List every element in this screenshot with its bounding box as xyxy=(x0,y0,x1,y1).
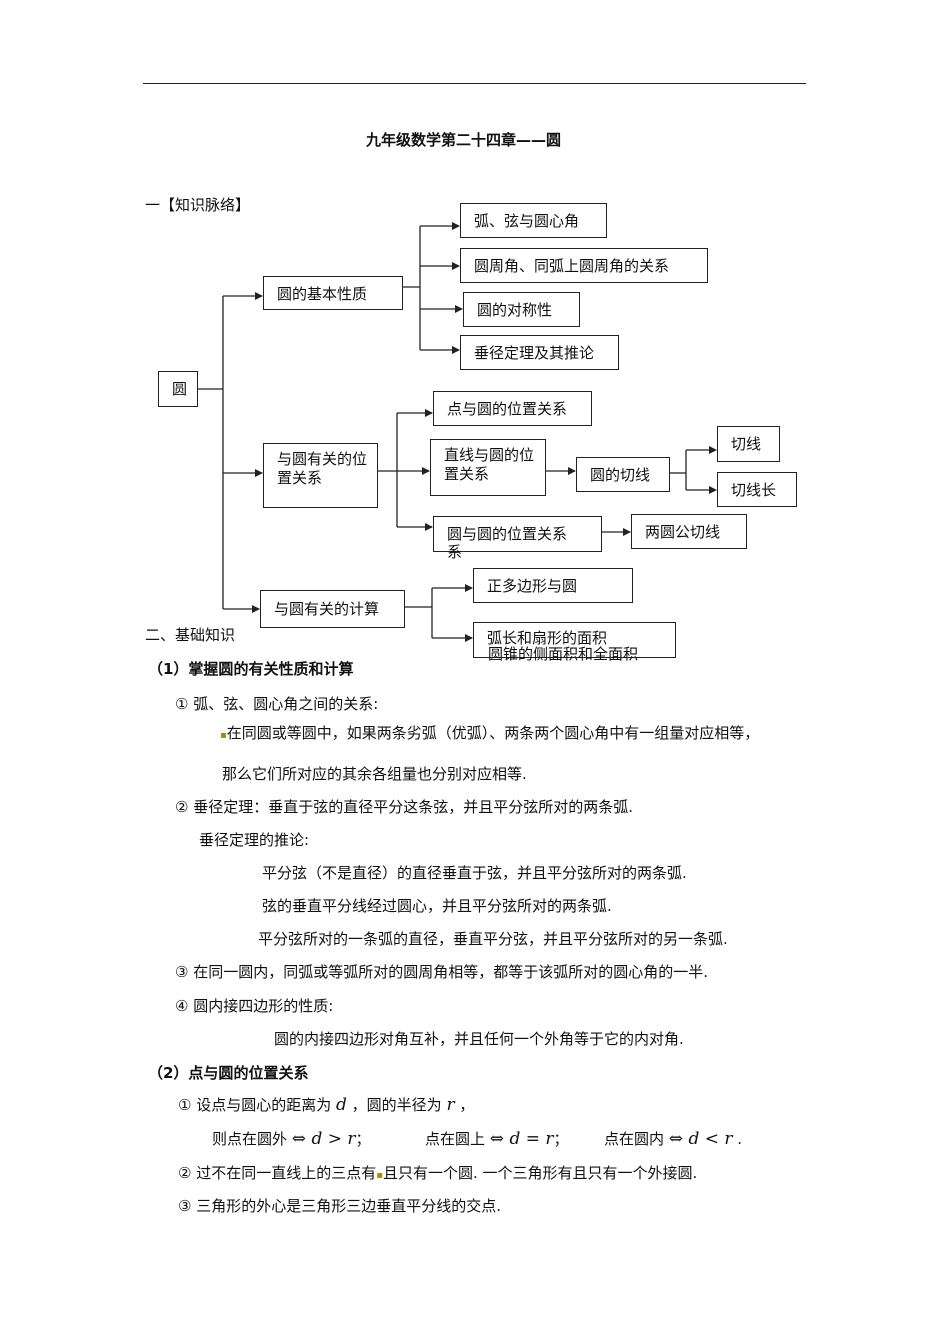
sub2-item1: ① 设点与圆心的距离为 d ，圆的半径为 r ， xyxy=(178,1096,474,1114)
sub2-heading: （2）点与圆的位置关系 xyxy=(148,1064,309,1082)
sub2-item2-b: 且只有一个圆. 一个三角形有且只有一个外接圆. xyxy=(383,1164,698,1182)
diagram-connectors xyxy=(197,222,717,642)
var-d: d xyxy=(336,1095,347,1115)
sub2-item1-c: ， xyxy=(459,1096,475,1114)
arc-sector-label: 弧长和扇形的面积 xyxy=(487,629,608,647)
tangent-of-circle-box: 圆的切线 xyxy=(576,457,670,492)
sub1-item1-line2: 那么它们所对应的其余各组量也分别对应相等. xyxy=(222,765,527,783)
arc-sector-box: 弧长和扇形的面积 圆锥的侧面积和全面积 xyxy=(473,622,676,662)
inscribed-angle-box: 圆周角、同弧上圆周角的关系 xyxy=(460,248,708,283)
text-mark-icon: ▪ xyxy=(220,730,227,741)
arc-chord-angle-box: 弧、弦与圆心角 xyxy=(460,203,607,238)
sub2-item2: ② 过不在同一直线上的三点有▪且只有一个圆. 一个三角形有且只有一个外接圆. xyxy=(178,1164,697,1185)
point-outside-relation: ⇔ d > r xyxy=(291,1129,356,1149)
point-inside-period: . xyxy=(737,1130,743,1148)
point-circle-box: 点与圆的位置关系 xyxy=(433,391,592,426)
sub1-item2-sub: 垂径定理的推论: xyxy=(199,831,310,849)
point-on-relation: ⇔ d = r xyxy=(489,1129,554,1149)
tangent-length-box: 切线长 xyxy=(717,472,797,507)
sub1-item3: ③ 在同一圆内，同弧或等弧所对的圆周角相等，都等于该弧所对的圆心角的一半. xyxy=(175,963,708,981)
document-title: 九年级数学第二十四章——圆 xyxy=(366,131,562,149)
symmetry-box: 圆的对称性 xyxy=(463,292,580,327)
sub1-item1-label: ① 弧、弦、圆心角之间的关系: xyxy=(175,695,379,713)
sub1-item1-line1-text: 在同圆或等圆中，如果两条劣弧（优弧）、两条两个圆心角中有一组量对应相等， xyxy=(226,724,760,742)
header-rule xyxy=(143,83,806,84)
var-r: r xyxy=(446,1095,455,1115)
sub2-item2-a: ② 过不在同一直线上的三点有 xyxy=(178,1164,377,1182)
section1-heading: 一【知识脉络】 xyxy=(145,196,251,214)
root-circle-box: 圆 xyxy=(158,371,198,407)
cone-area-label: 圆锥的侧面积和全面积 xyxy=(488,645,639,663)
circle-circle-overflow-text: 系 xyxy=(447,543,463,561)
position-relations-box: 与圆有关的位置关系 xyxy=(263,443,378,508)
sub1-item2-line3: 平分弦所对的一条弧的直径，垂直平分弦，并且平分弦所对的另一条弧. xyxy=(258,930,728,948)
point-inside-condition: 点在圆内 ⇔ d < r . xyxy=(604,1130,742,1148)
sub2-item1-a: ① 设点与圆心的距离为 xyxy=(178,1096,332,1114)
point-outside-label: 则点在圆外 xyxy=(212,1130,288,1148)
sub1-item1-line1: ▪在同圆或等圆中，如果两条劣弧（优弧）、两条两个圆心角中有一组量对应相等， xyxy=(220,724,759,745)
point-on-semicolon: ； xyxy=(553,1130,569,1148)
point-outside-semicolon: ； xyxy=(355,1130,371,1148)
tangent-line-box: 切线 xyxy=(717,426,780,462)
circle-circle-box: 圆与圆的位置关系 xyxy=(433,516,602,552)
sub2-item3: ③ 三角形的外心是三角形三边垂直平分线的交点. xyxy=(178,1197,501,1215)
perpendicular-diameter-box: 垂径定理及其推论 xyxy=(460,335,619,370)
line-circle-box: 直线与圆的位置关系 xyxy=(430,439,546,496)
basic-properties-box: 圆的基本性质 xyxy=(263,276,403,310)
point-inside-label: 点在圆内 xyxy=(604,1130,665,1148)
section2-heading: 二、基础知识 xyxy=(145,626,236,644)
text-mark-icon: ▪ xyxy=(376,1170,383,1181)
point-on-label: 点在圆上 xyxy=(425,1130,486,1148)
sub1-item4-text: 圆的内接四边形对角互补，并且任何一个外角等于它的内对角. xyxy=(274,1030,684,1048)
sub1-item2-line2: 弦的垂直平分线经过圆心，并且平分弦所对的两条弧. xyxy=(262,897,612,915)
sub1-item4-label: ④ 圆内接四边形的性质: xyxy=(175,997,334,1015)
calculation-box: 与圆有关的计算 xyxy=(260,590,405,628)
regular-polygon-box: 正多边形与圆 xyxy=(473,568,633,603)
point-outside-condition: 则点在圆外 ⇔ d > r； xyxy=(212,1130,371,1148)
point-on-condition: 点在圆上 ⇔ d = r； xyxy=(425,1130,569,1148)
common-tangent-box: 两圆公切线 xyxy=(631,514,747,549)
sub1-heading: （1）掌握圆的有关性质和计算 xyxy=(148,660,354,678)
sub1-item2-label: ② 垂径定理：垂直于弦的直径平分这条弦，并且平分弦所对的两条弧. xyxy=(175,798,633,816)
point-inside-relation: ⇔ d < r xyxy=(668,1129,733,1149)
sub1-item2-line1: 平分弦（不是直径）的直径垂直于弦，并且平分弦所对的两条弧. xyxy=(262,864,687,882)
sub2-item1-b: ，圆的半径为 xyxy=(351,1096,442,1114)
